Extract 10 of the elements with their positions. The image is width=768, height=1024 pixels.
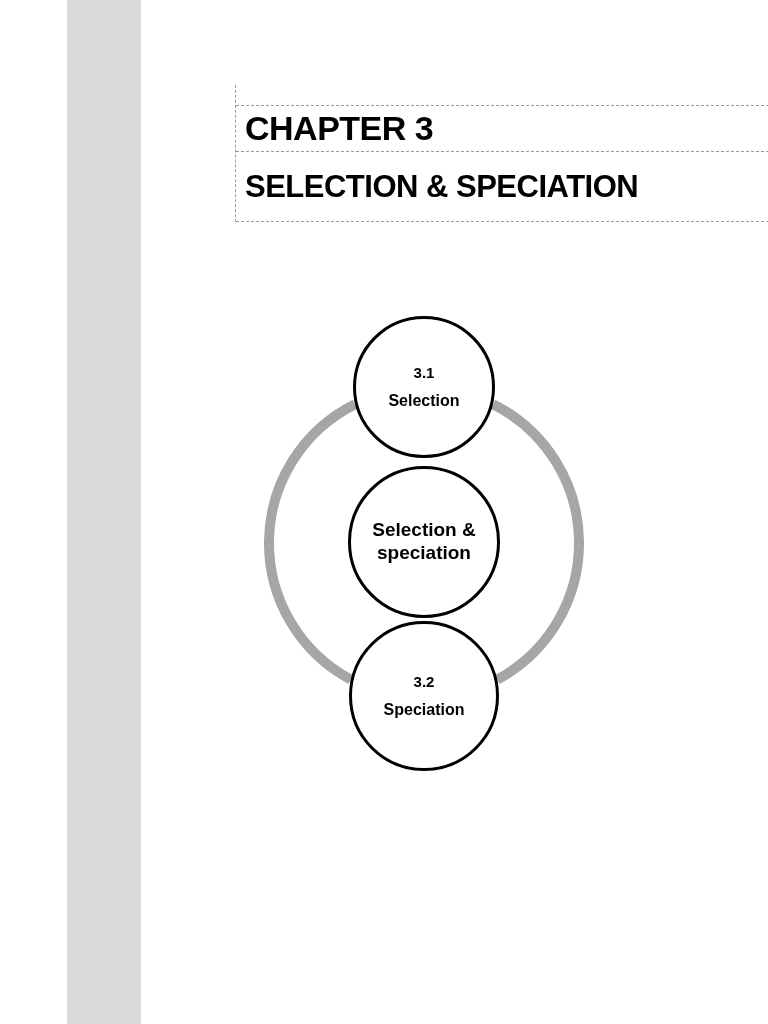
node-title: Selection & speciation bbox=[371, 519, 477, 565]
ring-arc bbox=[264, 399, 358, 684]
node-title: Selection bbox=[387, 390, 461, 411]
section-number: 3.1 bbox=[413, 363, 435, 381]
chapter-title: SELECTION & SPECIATION bbox=[236, 151, 768, 222]
ring-arc bbox=[490, 399, 584, 684]
section-number: 3.2 bbox=[413, 672, 435, 690]
node-title: Speciation bbox=[382, 699, 466, 720]
sidebar-band bbox=[67, 0, 141, 1024]
chapter-heading: CHAPTER 3 bbox=[236, 105, 768, 151]
